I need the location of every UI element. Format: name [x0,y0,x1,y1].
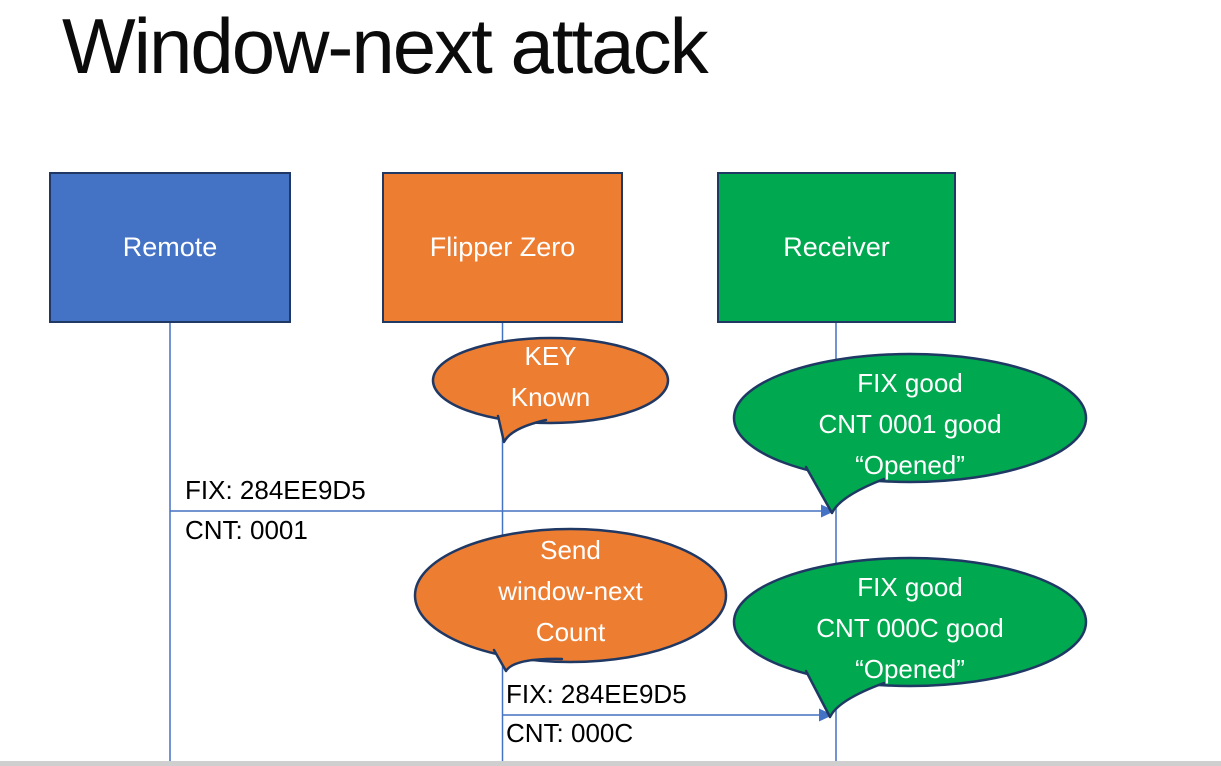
callout-opened-2 [732,556,1088,719]
actor-label-flipper-zero: Flipper Zero [429,232,576,262]
callout-opened-2-tail [804,669,886,719]
actor-box-flipper-zero: Flipper Zero [382,172,623,323]
callout-line: Send [540,535,601,565]
callout-line: “Opened” [855,450,965,480]
slide-title: Window-next attack [62,2,709,90]
callout-key-known-tail [496,414,548,444]
callout-send-window-next [413,527,728,673]
callout-text-opened-2: FIX good CNT 000C good “Opened” [734,567,1086,690]
actor-label-remote: Remote [122,232,218,262]
actor-box-remote: Remote [49,172,291,323]
actor-box-receiver: Receiver [717,172,956,323]
actor-label-receiver: Receiver [783,232,890,262]
message-arrow-2-arrowhead-icon [819,708,833,722]
callout-text-opened-1: FIX good CNT 0001 good “Opened” [734,363,1086,486]
callout-opened-1-tail [804,465,886,515]
callout-opened-2-ellipse [732,556,1088,688]
callout-key-known [431,336,670,444]
message-2-fix-label: FIX: 284EE9D5 [506,679,687,709]
callout-line: Count [535,617,606,647]
bottom-edge-strip [0,761,1221,766]
callout-text-key-known: KEY Known [432,336,669,418]
callout-line: CNT 000C good [816,613,1004,643]
callout-key-known-ellipse [431,336,670,425]
callout-line: Known [510,382,591,412]
callout-send-window-next-ellipse [413,527,728,664]
callout-line: FIX good [857,572,963,602]
callout-opened-1-ellipse [732,352,1088,484]
callout-line: CNT 0001 good [818,409,1002,439]
callout-opened-1 [732,352,1088,515]
message-1-cnt-label: CNT: 0001 [185,515,308,545]
callout-text-send-window-next: Send window-next Count [415,530,726,653]
callout-line: KEY [524,341,577,371]
message-arrow-1-arrowhead-icon [821,504,835,518]
message-1-fix-label: FIX: 284EE9D5 [185,475,366,505]
callout-line: FIX good [857,368,963,398]
callout-line: “Opened” [855,654,965,684]
message-2-cnt-label: CNT: 000C [506,718,634,748]
callout-send-window-next-tail [492,648,564,673]
callout-line: window-next [498,576,643,606]
